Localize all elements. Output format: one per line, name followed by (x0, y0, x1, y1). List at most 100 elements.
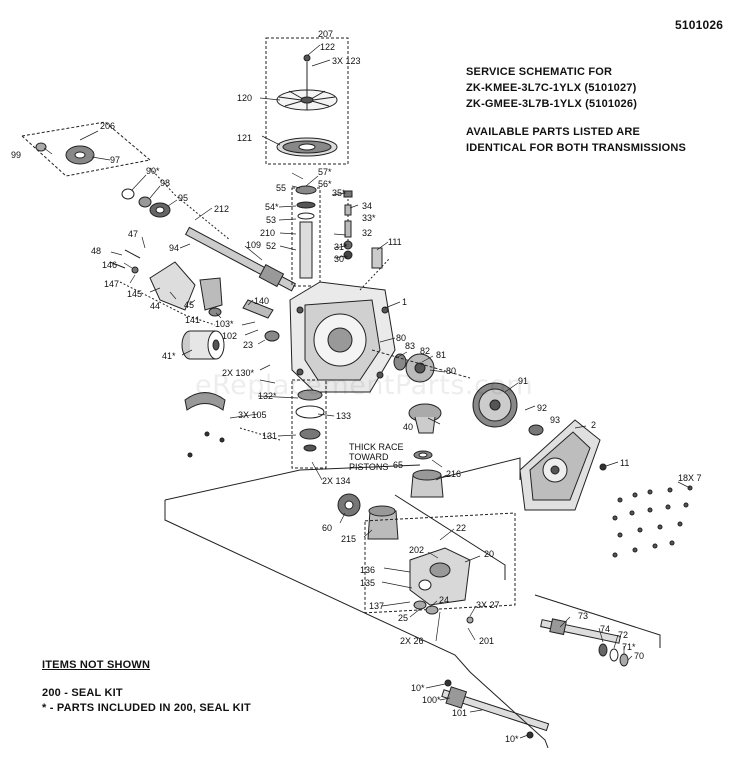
callout-31: 31* (334, 242, 348, 252)
callout-34: 34 (362, 201, 372, 211)
callout-131: 131 (262, 431, 277, 441)
bypass-parts (343, 190, 353, 260)
fan-pulley-frame (265, 37, 349, 165)
snap-ring-90 (121, 188, 135, 200)
seal-99 (35, 142, 47, 152)
side-cover-2 (519, 419, 601, 511)
callout-121: 121 (237, 133, 252, 143)
motor-block-215 (367, 505, 399, 540)
callout-94: 94 (169, 243, 179, 253)
service-title-line-2: ZK-KMEE-3L7C-1YLX (5101027) (466, 82, 637, 94)
callout-111: 111 (388, 237, 402, 247)
axle-101 (441, 686, 550, 732)
notes-line-1: 200 - SEAL KIT (42, 687, 123, 699)
brake-linkage (109, 249, 223, 311)
callout-53: 53 (266, 215, 276, 225)
fan-hub (65, 145, 95, 165)
callout-97: 97 (110, 155, 120, 165)
callout-81: 81 (436, 350, 446, 360)
notes-heading: ITEMS NOT SHOWN (42, 659, 151, 671)
callout-54: 54* (265, 202, 279, 212)
callout-57: 57* (318, 167, 332, 177)
callout-10a: 10* (411, 683, 425, 693)
center-section-frame (364, 512, 516, 614)
callout-105: 3X 105 (238, 410, 267, 420)
callout-44: 44 (150, 301, 160, 311)
differential-40 (408, 403, 442, 434)
callout-91: 91 (518, 376, 528, 386)
pulley (276, 137, 338, 157)
document-id: 5101026 (675, 18, 724, 32)
callout-120: 120 (237, 93, 252, 103)
callout-30: 30* (334, 254, 348, 264)
thick-race-note-2: TOWARD (349, 452, 389, 462)
notes-line-2: * - PARTS INCLUDED IN 200, SEAL KIT (42, 702, 251, 714)
callout-207: 207 (318, 29, 333, 39)
callout-26: 2X 26 (400, 636, 424, 646)
callout-210: 210 (260, 228, 275, 238)
callout-80b: 80 (446, 366, 456, 376)
thick-race-note-3: PISTONS (349, 462, 388, 472)
oil-filter (181, 330, 225, 360)
callout-202: 202 (409, 545, 424, 555)
callout-95: 95 (178, 193, 188, 203)
bypass-arm-111 (371, 247, 383, 269)
cooling-fan (276, 88, 338, 111)
callout-25: 25 (398, 613, 408, 623)
bolts-105 (187, 431, 225, 458)
center-section-20 (409, 547, 471, 606)
callout-93: 93 (550, 415, 560, 425)
fan-parts-frame (20, 121, 152, 177)
service-title-line-5: IDENTICAL FOR BOTH TRANSMISSIONS (466, 142, 687, 154)
callout-206: 206 (100, 121, 115, 131)
axle-73 (540, 618, 621, 644)
callout-145: 145 (127, 289, 142, 299)
vertical-shaft-frame (291, 187, 321, 287)
callout-123: 3X 123 (332, 56, 361, 66)
callout-201: 201 (479, 636, 494, 646)
callout-1: 1 (402, 297, 407, 307)
bearing-95 (149, 202, 171, 218)
callout-47: 47 (128, 229, 138, 239)
leader-lines (43, 44, 691, 739)
callout-41: 23 (243, 340, 253, 350)
service-title-line-1: SERVICE SCHEMATIC FOR (466, 66, 613, 78)
callout-135: 135 (360, 578, 375, 588)
vertical-shaft (299, 221, 313, 279)
brake-arm-140 (242, 299, 274, 319)
callout-labels: 122 207 3X 123 120 121 206 99 97 90* 98 … (11, 29, 702, 744)
callout-22: 22 (456, 523, 466, 533)
callout-40: 40 (403, 422, 413, 432)
washer-74 (598, 643, 608, 657)
notes-block: ITEMS NOT SHOWN 200 - SEAL KIT * - PARTS… (42, 658, 251, 716)
output-gear-81 (405, 353, 435, 383)
pinion-82 (393, 353, 407, 371)
callout-24: 24 (439, 595, 449, 605)
ring-10-a (444, 679, 452, 687)
callout-48: 48 (91, 246, 101, 256)
callout-215: 215 (341, 534, 356, 544)
input-shaft (184, 226, 297, 292)
callout-136: 136 (360, 565, 375, 575)
callout-132: 132* (258, 391, 277, 401)
callout-27: 3X 27 (476, 600, 500, 610)
callout-35: 35* (332, 188, 346, 198)
callout-133: 133 (336, 411, 351, 421)
callout-137: 137 (369, 601, 384, 611)
callout-2: 2 (591, 420, 596, 430)
callout-65: 65 (393, 460, 403, 470)
callout-122: 122 (320, 42, 335, 52)
plug-11 (599, 463, 607, 471)
callout-60: 60 (322, 523, 332, 533)
callout-11: 11 (620, 458, 629, 468)
callout-52: 52 (266, 241, 276, 251)
callout-130: 2X 130* (222, 368, 255, 378)
ring-gear-91 (472, 382, 518, 428)
seal-72 (609, 648, 619, 662)
callout-147: 147 (104, 279, 119, 289)
callout-134: 2X 134 (322, 476, 351, 486)
callout-103: 103* (215, 319, 234, 329)
service-title-line-3: ZK-GMEE-3L7B-1YLX (5101026) (466, 98, 638, 110)
callout-70: 70 (634, 651, 644, 661)
callout-73: 73 (578, 611, 588, 621)
